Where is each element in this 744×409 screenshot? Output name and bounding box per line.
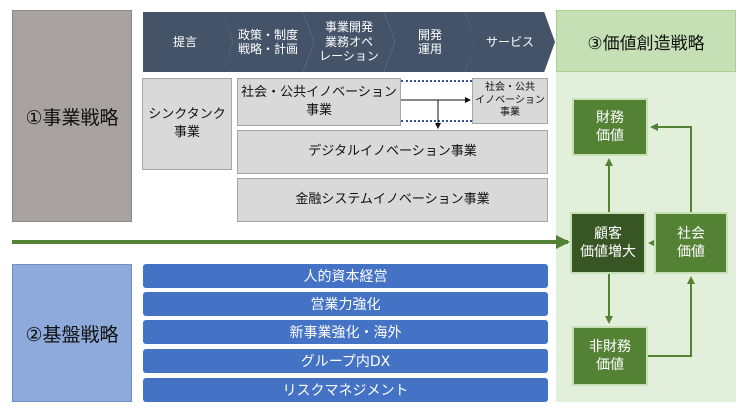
bar-label: 新事業強化・海外 [289,325,402,341]
node-line: 価値 [596,128,624,144]
business-strategy-label: ①事業戦略 [25,106,119,129]
bar-label: リスクマネジメント [282,383,409,399]
social-value-node: 社会 価値 [654,212,728,274]
foundation-new-business: 新事業強化・海外 [143,320,548,344]
social-innovation-business: 社会・公共イノベーション 事業 [237,78,401,126]
nonfinancial-to-social-arrow [648,276,695,357]
box-line: 事業 [305,103,332,118]
foundation-human-capital: 人的資本経営 [143,264,548,288]
box-line: イノベーション [475,94,545,106]
step-line: 開発 [417,27,442,42]
social-down-arrow [418,99,441,129]
process-step-service: サービス [465,12,555,72]
box-line: 事業 [173,125,200,140]
digital-innovation-business: デジタルイノベーション事業 [237,130,548,174]
value-creation-header: ③価値創造戦略 [556,10,736,72]
bar-label: 人的資本経営 [303,269,388,285]
node-line: 価値増大 [580,244,636,260]
process-step-policy: 政策・制度 戦略・計画 [222,12,314,72]
node-line: 価値 [677,244,705,260]
node-line: 社会 [677,225,705,242]
process-step-development: 開発 運用 [384,12,476,72]
step-line: 業務オペ [324,34,373,49]
step-line: 運用 [417,42,442,56]
bar-label: グループ内DX [300,354,391,370]
dotted-connector-frame [401,80,472,122]
node-line: 非財務 [589,338,631,355]
think-tank-business: シンクタンク 事業 [142,78,232,170]
social-to-financial-arrow [650,123,692,212]
step-line: 事業開発 [324,20,373,35]
box-line: 社会・公共 [485,82,535,94]
node-line: 顧客 [594,225,622,242]
financial-value-node: 財務 価値 [572,98,648,156]
main-flow-arrowhead [556,235,570,249]
box-line: 社会・公共イノベーション [241,85,397,101]
process-step-business-ops: 事業開発 業務オペ レーション [303,12,395,72]
foundation-group-dx: グループ内DX [143,349,548,373]
foundation-risk-management: リスクマネジメント [143,378,548,402]
box-line: シンクタンク [148,107,226,123]
node-line: 価値 [596,357,624,373]
non-financial-value-node: 非財務 価値 [572,326,648,386]
foundation-strategy-header: ②基盤戦略 [12,264,132,402]
step-line: サービス [485,34,534,49]
foundation-strategy-label: ②基盤戦略 [25,323,119,346]
step-line: 戦略・計画 [237,42,298,56]
box-line: デジタルイノベーション事業 [308,144,477,160]
step-line: 政策・制度 [237,27,298,42]
step-line: 提言 [172,34,197,49]
business-strategy-header: ①事業戦略 [12,10,132,222]
finance-innovation-business: 金融システムイノベーション事業 [237,178,548,222]
customer-value-node: 顧客 価値増大 [570,212,646,274]
node-line: 財務 [596,109,624,126]
box-line: 金融システムイノベーション事業 [295,192,490,208]
box-line: 事業 [500,107,520,119]
social-innovation-business-small: 社会・公共 イノベーション 事業 [472,78,548,124]
foundation-sales: 営業力強化 [143,292,548,316]
value-creation-label: ③価値創造戦略 [587,33,705,54]
step-line: レーション [319,49,379,64]
bar-label: 営業力強化 [310,297,381,313]
process-step-proposal: 提言 [143,12,233,72]
